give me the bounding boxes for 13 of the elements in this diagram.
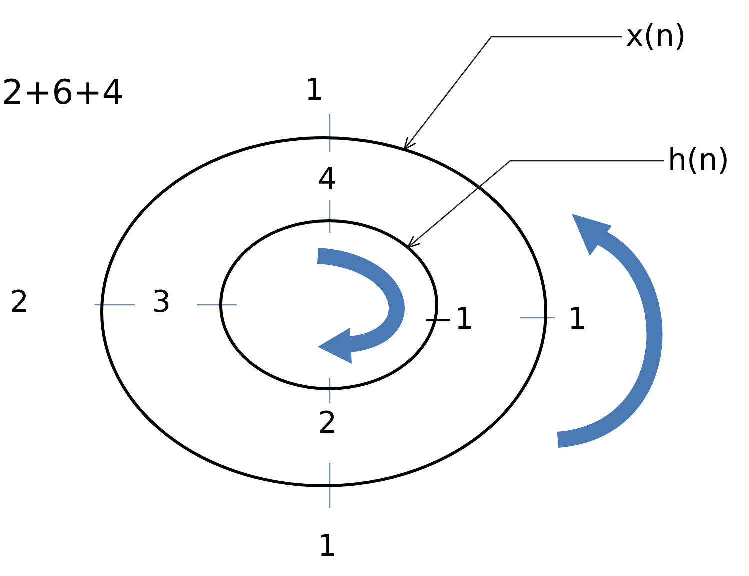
- sum-expression: 2+6+4: [2, 76, 124, 110]
- series-label: h(n): [668, 146, 730, 176]
- series-label: x(n): [626, 22, 686, 52]
- value-label: 2: [10, 288, 30, 318]
- value-label: 1: [318, 532, 338, 562]
- leader-line: [404, 36, 622, 150]
- leader-line: [407, 160, 664, 248]
- value-label: 1: [568, 305, 588, 335]
- value-label: 1: [305, 76, 324, 106]
- value-label: 4: [318, 165, 338, 195]
- value-label: 2: [318, 409, 338, 439]
- value-label: 3: [152, 288, 172, 318]
- value-label: 1: [455, 305, 474, 335]
